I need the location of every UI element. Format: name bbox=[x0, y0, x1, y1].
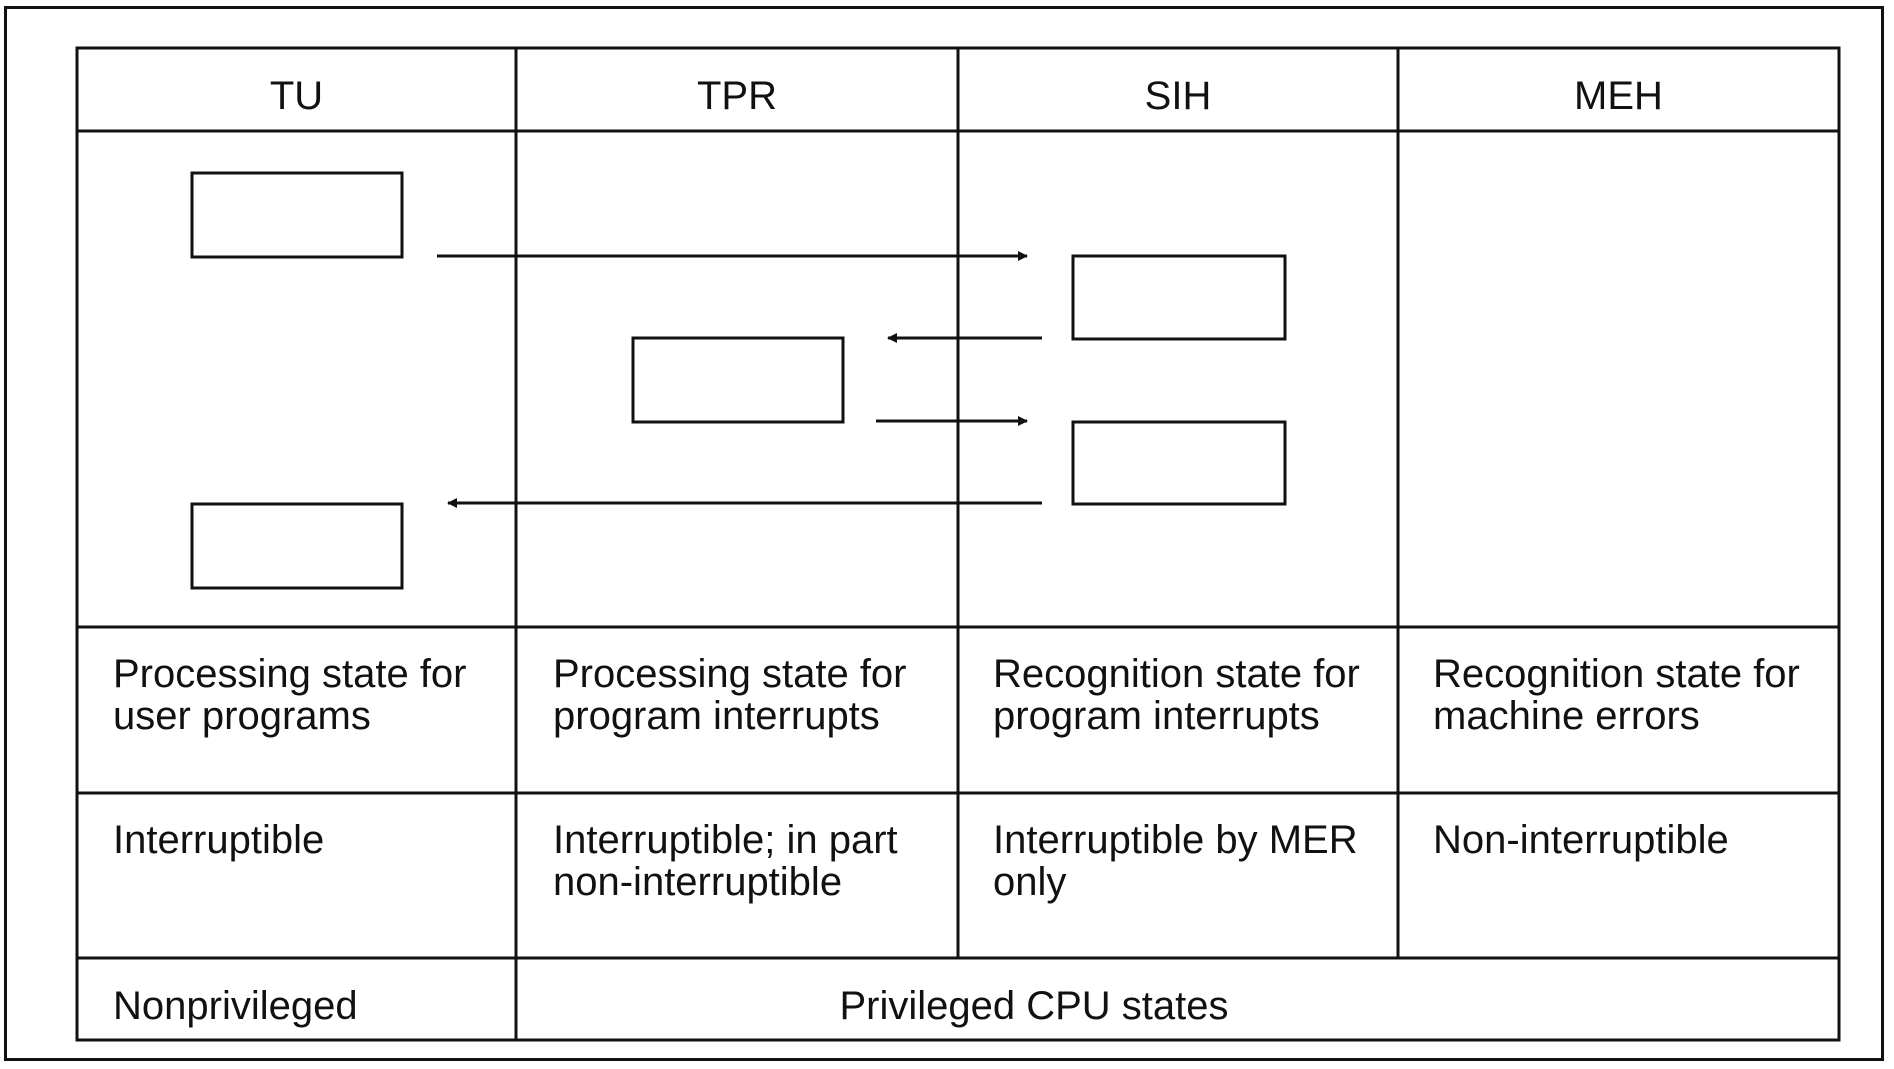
interrupt-sih: Interruptible by MER only bbox=[993, 818, 1358, 904]
interrupt-tpr: Interruptible; in part non-interruptible bbox=[553, 818, 898, 904]
interrupt-meh: Non-interruptible bbox=[1433, 818, 1729, 862]
description-meh: Recognition state for machine errors bbox=[1433, 652, 1800, 738]
privileged-label: Privileged CPU states bbox=[839, 984, 1229, 1028]
sih-box-top bbox=[1071, 254, 1287, 341]
sih-box-bottom bbox=[1071, 420, 1287, 506]
header-meh: MEH bbox=[1574, 74, 1663, 118]
tu-box-bottom bbox=[190, 502, 404, 590]
header-tu: TU bbox=[269, 74, 324, 118]
diagram-frame bbox=[4, 6, 1884, 1061]
tu-box-top bbox=[190, 171, 404, 259]
description-tu: Processing state for user programs bbox=[113, 652, 467, 738]
description-tpr: Processing state for program interrupts bbox=[553, 652, 907, 738]
interrupt-tu: Interruptible bbox=[113, 818, 325, 862]
nonprivileged-label: Nonprivileged bbox=[113, 984, 358, 1028]
header-tpr: TPR bbox=[697, 74, 777, 118]
header-sih: SIH bbox=[1144, 74, 1212, 118]
tpr-box bbox=[631, 336, 845, 424]
description-sih: Recognition state for program interrupts bbox=[993, 652, 1360, 738]
